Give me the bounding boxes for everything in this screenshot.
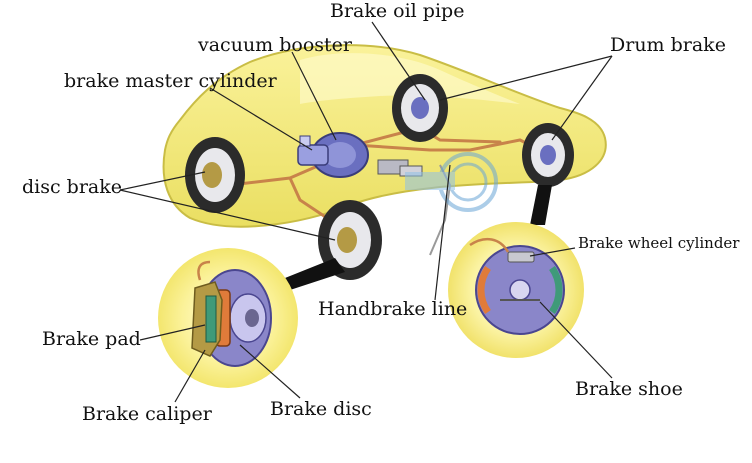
label-brake-disc: Brake disc [270,398,372,420]
front-left-disc-wheel [185,137,245,213]
left-zoom-connector [285,258,345,290]
label-brake-wheel-cylinder: Brake wheel cylinder [578,234,740,252]
drum-brake-closeup [448,222,584,358]
rear-right-drum-wheel [522,123,574,187]
label-handbrake-line: Handbrake line [318,298,468,320]
watermark-emblem [405,152,498,212]
leader-lines [119,21,613,403]
label-vacuum-booster: vacuum booster [198,34,352,56]
rear-left-drum-wheel [392,74,448,142]
label-brake-oil-pipe: Brake oil pipe [330,0,465,22]
pedal-assembly [377,159,423,177]
label-brake-master-cylinder: brake master cylinder [64,70,277,92]
right-zoom-connector [530,185,552,225]
label-brake-caliper: Brake caliper [82,403,212,425]
label-drum-brake: Drum brake [610,34,726,56]
label-brake-pad: Brake pad [42,328,141,350]
disc-brake-closeup [158,248,298,388]
vacuum-booster-unit [297,132,369,178]
label-brake-shoe: Brake shoe [575,378,683,400]
label-disc-brake: disc brake [22,176,123,198]
